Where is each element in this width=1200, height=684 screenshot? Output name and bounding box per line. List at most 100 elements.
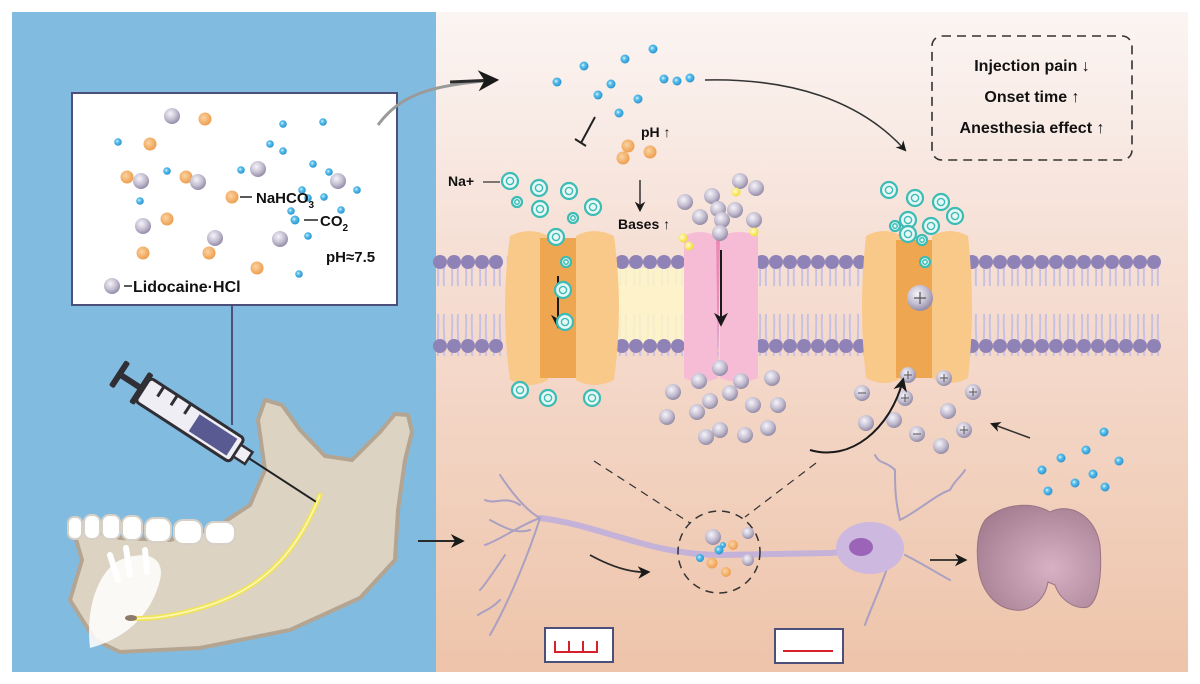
- neuron-nucleus: [849, 538, 873, 556]
- sodium-ion: [583, 197, 603, 217]
- lidocaine-molecule: [250, 161, 266, 177]
- tooth-roots: [107, 545, 150, 583]
- channel3-left: [862, 231, 902, 383]
- sodium-ion-core: [926, 221, 936, 231]
- sodium-ion-core: [587, 393, 597, 403]
- lipid-head: [1021, 339, 1035, 353]
- syringe-flange: [129, 372, 153, 405]
- sodium-ion: [888, 219, 902, 233]
- co2-molecule: [298, 186, 306, 194]
- lipid-head: [1049, 339, 1063, 353]
- lidocaine-molecule: [714, 212, 730, 228]
- sodium-ion-core: [903, 229, 913, 239]
- lipid-head: [657, 339, 671, 353]
- lipid-head: [629, 255, 643, 269]
- co2-molecule: [325, 168, 333, 176]
- channel2-left: [684, 232, 718, 382]
- sodium-ion: [566, 211, 580, 225]
- sodium-ion-core: [588, 202, 598, 212]
- co2-molecule: [290, 215, 300, 225]
- lipid-head: [797, 255, 811, 269]
- lipid-head: [1077, 339, 1091, 353]
- lipid-head: [1063, 255, 1077, 269]
- lidocaine-molecule: [933, 438, 949, 454]
- action-potential-box: [544, 627, 614, 663]
- sodium-ion: [529, 178, 549, 198]
- sodium-ion: [915, 233, 929, 247]
- lidocaine-molecule: [712, 225, 728, 241]
- lidocaine-molecule: [705, 529, 721, 545]
- sodium-ion-core: [950, 211, 960, 221]
- membrane-yellow-zone: [612, 268, 692, 344]
- sodium-ion-label: Na+: [448, 173, 474, 189]
- lipid-head: [1091, 255, 1105, 269]
- syringe: [109, 360, 317, 503]
- co2-molecule: [579, 61, 589, 71]
- lidocaine-molecule: [733, 373, 749, 389]
- sodium-ion: [945, 206, 965, 226]
- solution-legend-box: NaHCO3 CO2 pH≈7.5 Lidocaine·HCl: [71, 92, 398, 306]
- co2-molecule: [1081, 445, 1091, 455]
- lidocaine-molecule: [704, 188, 720, 204]
- teeth: [67, 514, 236, 545]
- lipid-head: [671, 339, 685, 353]
- sodium-ion-core: [892, 223, 898, 229]
- lidocaine-molecule: [858, 415, 874, 431]
- inhibit-symbol: [574, 116, 596, 147]
- lidocaine-molecule: [702, 393, 718, 409]
- lipid-head: [797, 339, 811, 353]
- lipid-head: [979, 339, 993, 353]
- sodium-ion: [559, 255, 573, 269]
- lidocaine-molecule: [164, 108, 180, 124]
- lipid-heads: [433, 255, 1161, 353]
- signal-flow-arrow: [589, 554, 651, 579]
- lidocaine-binding-arrow: [809, 377, 907, 454]
- channel1-left: [505, 231, 548, 385]
- axon-zoom-circle: [677, 510, 761, 594]
- sodium-ion-core: [515, 385, 525, 395]
- lipid-head: [1077, 255, 1091, 269]
- bicarbonate-molecule: [621, 139, 635, 153]
- bicarbonate-molecule: [120, 170, 134, 184]
- lipid-head: [1105, 339, 1119, 353]
- co2-molecule: [163, 167, 171, 175]
- sodium-ion: [898, 224, 918, 244]
- bicarbonate-molecule: [643, 145, 657, 159]
- co2-molecule: [136, 197, 144, 205]
- lipid-head: [755, 339, 769, 353]
- plus-icon: [940, 374, 948, 382]
- lipid-head: [1119, 255, 1133, 269]
- co2-molecule: [304, 194, 312, 202]
- lipid-head: [433, 339, 447, 353]
- lidocaine-molecule: [190, 174, 206, 190]
- co2-molecule: [320, 193, 328, 201]
- co2-molecule: [672, 76, 682, 86]
- ph-increase-label: pH ↑: [641, 124, 671, 140]
- lipid-head: [475, 339, 489, 353]
- co2-molecule: [659, 74, 669, 84]
- co2-molecule: [714, 545, 724, 555]
- lipid-head: [769, 255, 783, 269]
- co2-molecule: [279, 147, 287, 155]
- zoom-line-right: [744, 462, 817, 518]
- lidocaine-molecule: [272, 231, 288, 247]
- syringe-plunger-end: [109, 360, 130, 388]
- dendrites-right: [864, 454, 966, 626]
- lipid-head: [811, 339, 825, 353]
- sodium-ion: [879, 180, 899, 200]
- co2-molecule: [1100, 482, 1110, 492]
- lipid-head: [1035, 339, 1049, 353]
- lidocaine-molecule: [689, 404, 705, 420]
- co2-molecule: [552, 77, 562, 87]
- sodium-ion: [530, 199, 550, 219]
- lidocaine-molecule: [732, 173, 748, 189]
- sodium-ion: [553, 280, 573, 300]
- bicarbonate-molecule: [728, 540, 738, 550]
- lidocaine-molecule: [665, 384, 681, 400]
- sodium-ion-core: [535, 204, 545, 214]
- co2-molecule: [593, 90, 603, 100]
- lipid-head: [979, 255, 993, 269]
- jaw-highlight: [89, 555, 161, 648]
- sodium-ion: [510, 380, 530, 400]
